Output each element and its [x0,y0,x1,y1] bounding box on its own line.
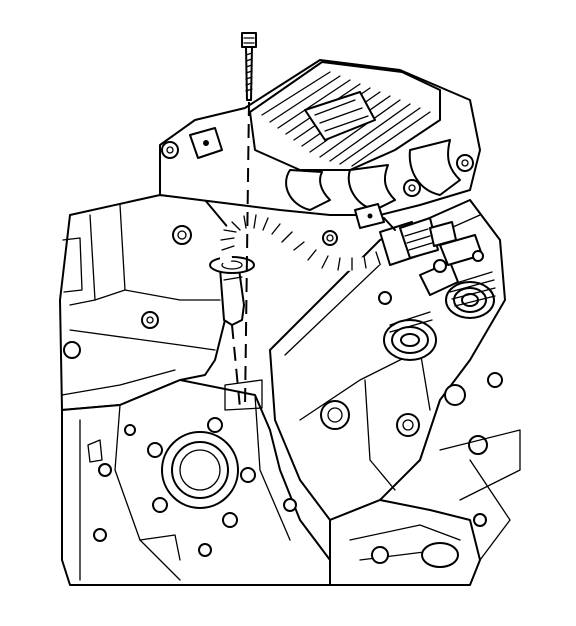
engine-block [59,194,231,411]
intake-manifold [159,59,481,246]
alignment-dashed-line-sensor [231,324,241,409]
alignment-dashed-line [244,101,250,409]
timing-cover [61,379,331,586]
wiring-harness-connector [354,203,457,266]
sensor-with-harness [209,214,406,326]
lower-right-components [329,499,487,586]
mounting-boss [224,379,263,411]
bolt-icon [241,32,257,101]
